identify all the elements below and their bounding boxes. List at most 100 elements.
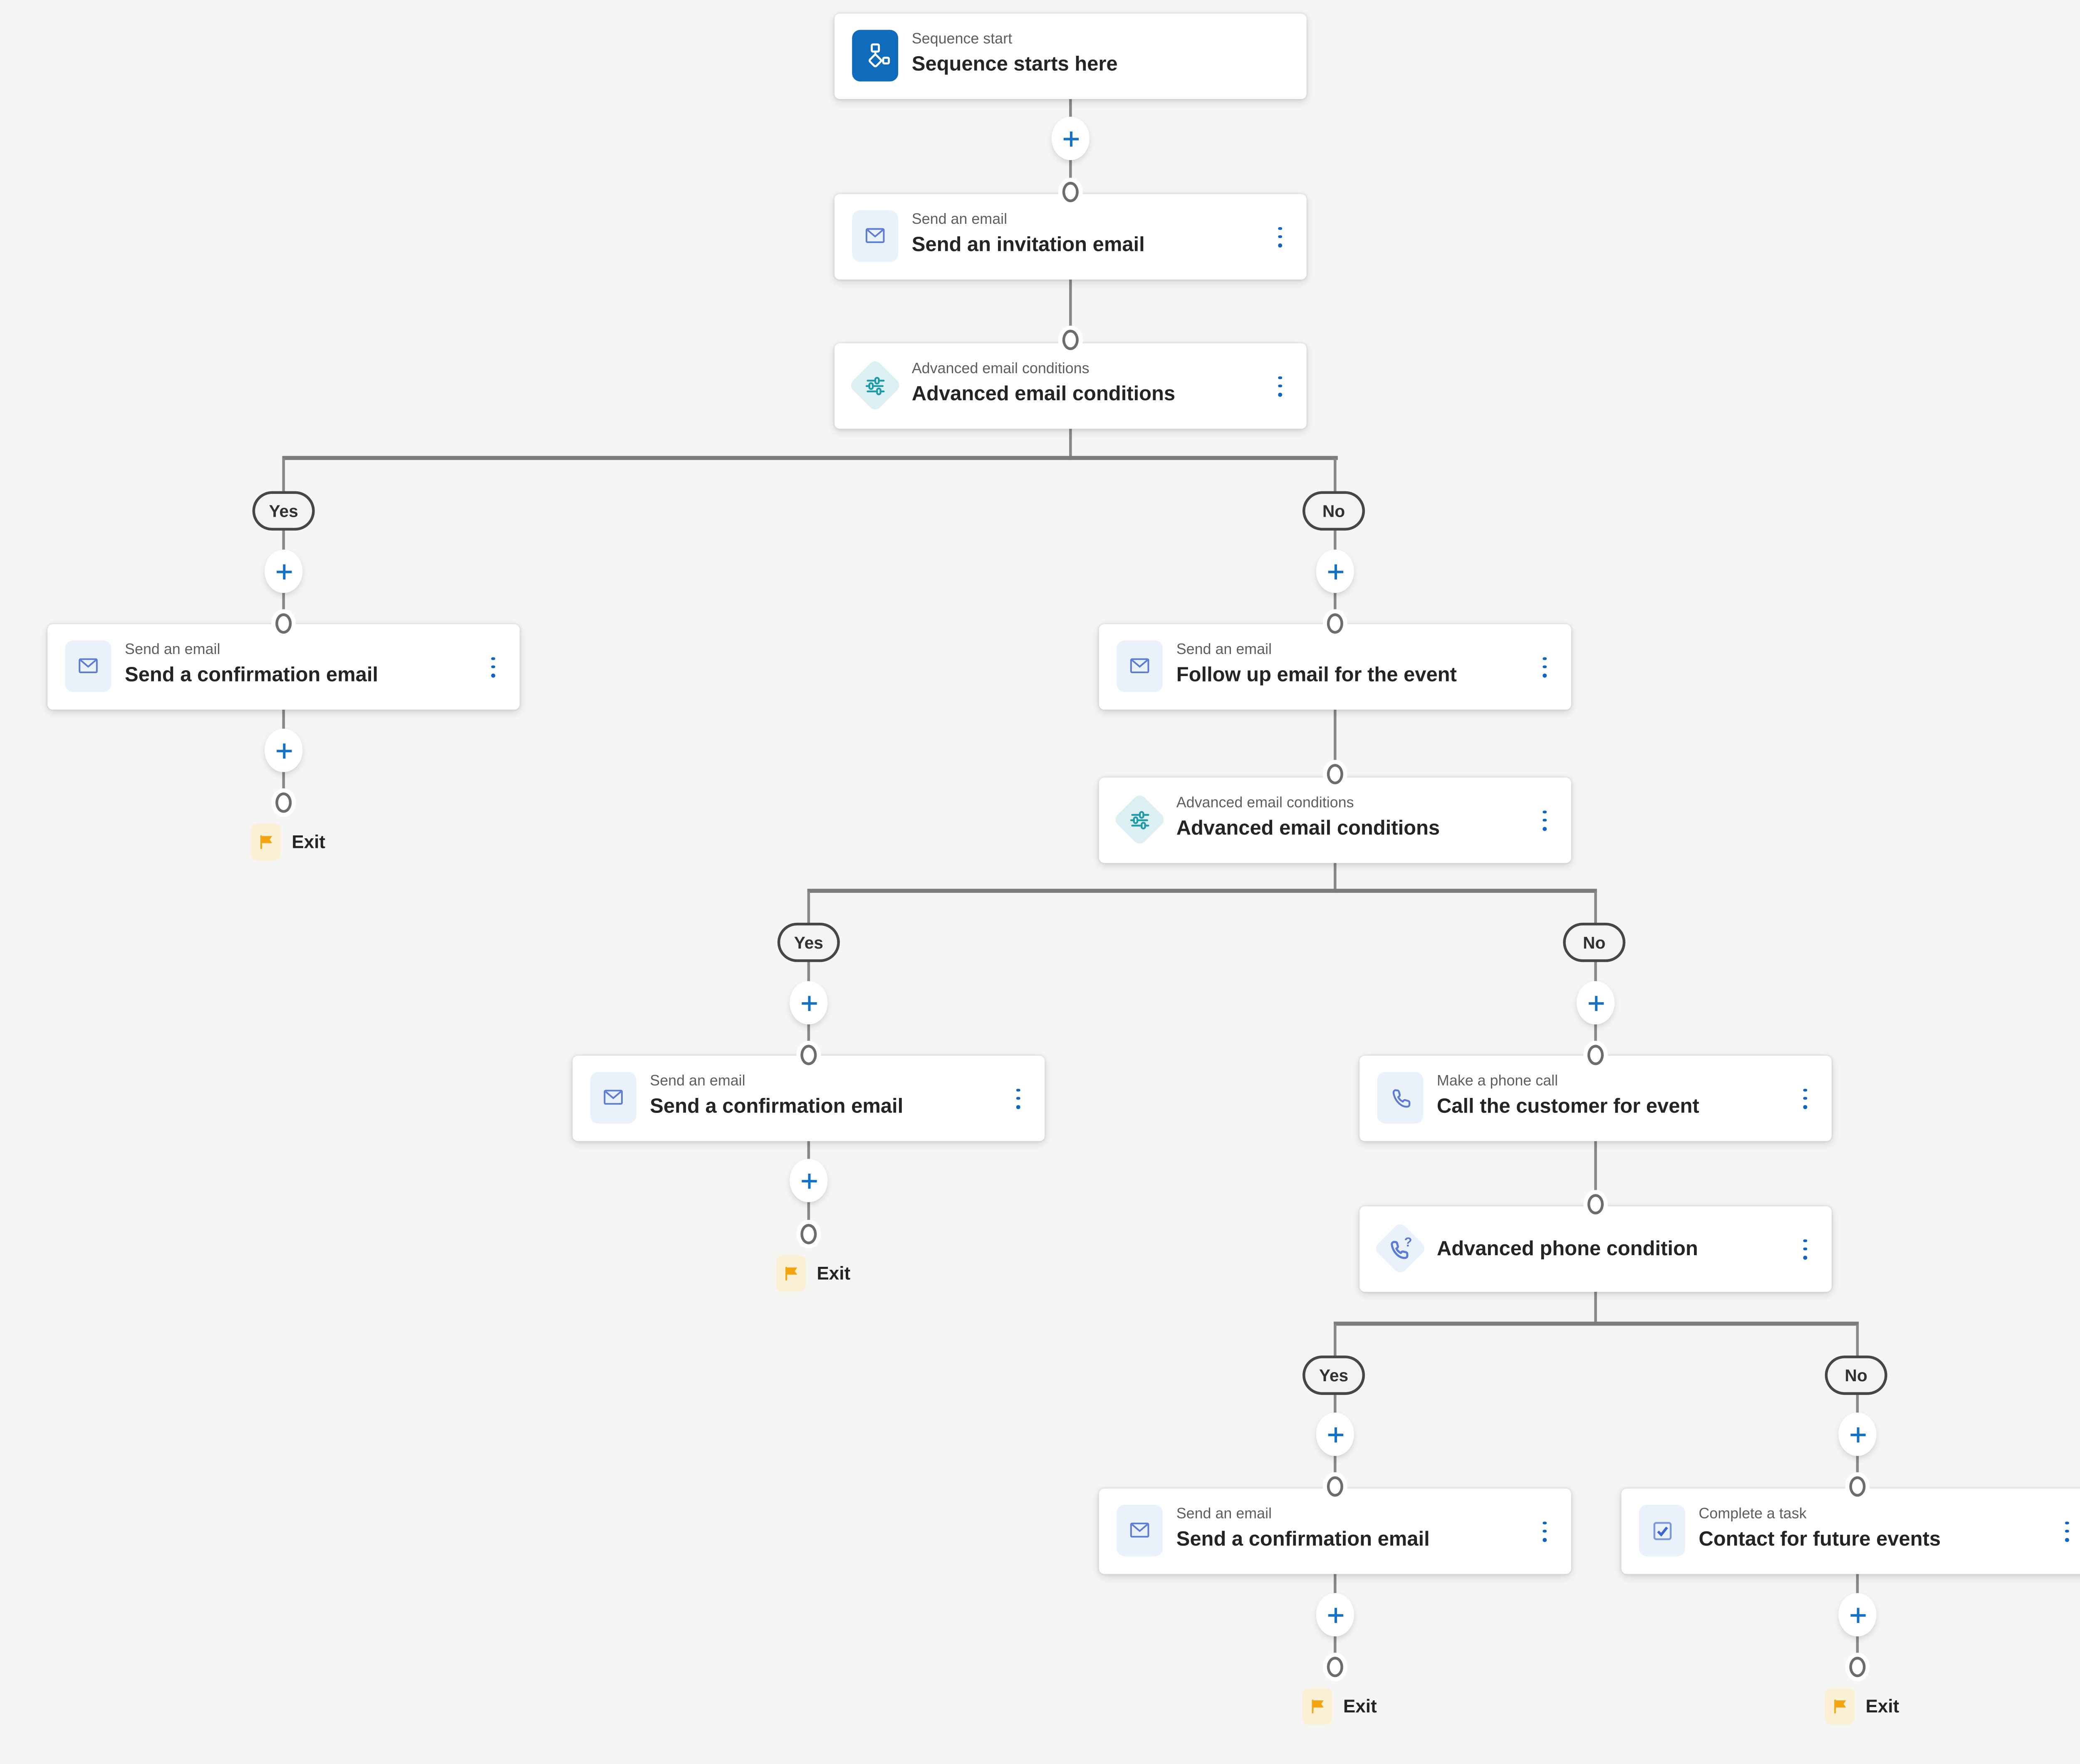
step-title: Send an invitation email (911, 233, 1145, 257)
connector-dot (1587, 1045, 1604, 1065)
step-card-complete-task[interactable]: Complete a task Contact for future event… (1621, 1488, 2080, 1574)
step-card-sequence-start[interactable]: Sequence start Sequence starts here (834, 13, 1307, 99)
exit-label: Exit (292, 832, 325, 852)
step-type-label: Sequence start (911, 31, 1013, 48)
step-card-adv-phone-condition[interactable]: Advanced phone condition (1359, 1206, 1832, 1292)
kebab-menu-button[interactable] (1272, 369, 1289, 403)
connector-line (1594, 1291, 1597, 1325)
step-type-label: Send an email (911, 211, 1008, 228)
exit-label: Exit (817, 1263, 851, 1284)
step-title: Follow up email for the event (1176, 663, 1457, 687)
kebab-menu-button[interactable] (485, 650, 502, 684)
connector-dot (1327, 613, 1343, 634)
connector-line (1594, 891, 1597, 1056)
step-title: Send a confirmation email (125, 663, 379, 687)
step-type-label: Send an email (1176, 1506, 1272, 1523)
step-title: Contact for future events (1699, 1528, 1941, 1551)
exit-label: Exit (1343, 1696, 1377, 1717)
add-step-button[interactable] (1319, 1596, 1352, 1634)
connector-dot (800, 1045, 817, 1065)
branch-yes-pill: Yes (1302, 1355, 1365, 1395)
connector-line (1594, 1141, 1597, 1207)
step-card-phone-call[interactable]: Make a phone call Call the customer for … (1359, 1055, 1832, 1141)
task-check-icon (1639, 1505, 1685, 1556)
connector-dot (1587, 1194, 1604, 1215)
add-step-button[interactable] (1054, 119, 1087, 158)
step-title: Sequence starts here (911, 53, 1118, 76)
flag-icon (1302, 1688, 1332, 1725)
add-step-button[interactable] (1841, 1596, 1874, 1634)
branch-no-pill: No (1825, 1355, 1887, 1395)
branch-line (282, 456, 1338, 460)
step-type-label: Advanced email conditions (911, 361, 1090, 377)
branch-no-pill: No (1302, 491, 1365, 531)
step-type-label: Complete a task (1699, 1506, 1807, 1523)
step-type-label: Send an email (650, 1073, 745, 1090)
kebab-menu-button[interactable] (2058, 1514, 2076, 1548)
kebab-menu-button[interactable] (1536, 650, 1554, 684)
step-card-invitation-email[interactable]: Send an email Send an invitation email (834, 194, 1307, 280)
add-step-button[interactable] (1319, 1415, 1352, 1454)
connector-dot (1327, 1657, 1343, 1677)
connector-line (1334, 1324, 1337, 1489)
flag-icon (251, 823, 281, 860)
connector-line (282, 458, 285, 624)
kebab-menu-button[interactable] (1536, 1514, 1554, 1548)
branch-yes-pill: Yes (777, 922, 840, 962)
connector-dot (1327, 764, 1343, 785)
kebab-menu-button[interactable] (1536, 803, 1554, 837)
phone-condition-icon (1372, 1221, 1429, 1276)
add-step-button[interactable] (1579, 984, 1612, 1022)
email-icon (852, 210, 899, 262)
add-step-button[interactable] (1841, 1415, 1874, 1454)
exit-marker: Exit (1302, 1688, 1377, 1725)
kebab-menu-button[interactable] (1010, 1081, 1027, 1115)
connector-dot (275, 792, 292, 813)
add-step-button[interactable] (792, 984, 825, 1022)
connector-line (1856, 1324, 1859, 1489)
step-card-confirmation-email-3[interactable]: Send an email Send a confirmation email (1099, 1488, 1571, 1574)
step-card-confirmation-email-2[interactable]: Send an email Send a confirmation email (572, 1055, 1045, 1141)
branch-line (807, 889, 1597, 893)
email-conditions-icon (847, 358, 904, 412)
step-title: Send a confirmation email (650, 1095, 904, 1118)
kebab-menu-button[interactable] (1797, 1232, 1814, 1266)
step-type-label: Advanced email conditions (1176, 795, 1354, 812)
add-step-button[interactable] (792, 1161, 825, 1200)
connector-dot (1849, 1476, 1866, 1497)
email-icon (1117, 1505, 1163, 1556)
connector-dot (800, 1224, 817, 1244)
step-card-followup-email[interactable]: Send an email Follow up email for the ev… (1099, 624, 1571, 710)
step-title: Call the customer for event (1436, 1095, 1699, 1118)
flag-icon (776, 1255, 806, 1292)
step-card-adv-email-condition-1[interactable]: Advanced email conditions Advanced email… (834, 343, 1307, 429)
exit-marker: Exit (776, 1255, 851, 1292)
connector-line (1334, 458, 1337, 624)
step-title: Advanced phone condition (1436, 1236, 1698, 1260)
step-title: Advanced email conditions (911, 382, 1176, 406)
step-card-confirmation-email-1[interactable]: Send an email Send a confirmation email (47, 624, 520, 710)
kebab-menu-button[interactable] (1797, 1081, 1814, 1115)
step-type-label: Send an email (125, 642, 220, 658)
phone-icon (1377, 1072, 1424, 1124)
step-title: Advanced email conditions (1176, 817, 1440, 840)
step-type-label: Make a phone call (1436, 1073, 1558, 1090)
connector-dot (1062, 330, 1079, 350)
step-card-adv-email-condition-2[interactable]: Advanced email conditions Advanced email… (1099, 777, 1571, 863)
connector-line (1069, 429, 1072, 460)
connector-dot (1849, 1657, 1866, 1677)
email-icon (1117, 640, 1163, 692)
connector-line (807, 891, 810, 1056)
connector-dot (1327, 1476, 1343, 1497)
sequence-start-icon (852, 30, 899, 82)
kebab-menu-button[interactable] (1272, 220, 1289, 254)
exit-label: Exit (1865, 1696, 1899, 1717)
flag-icon (1825, 1688, 1855, 1725)
exit-marker: Exit (251, 823, 325, 860)
branch-no-pill: No (1563, 922, 1626, 962)
add-step-button[interactable] (267, 731, 300, 770)
add-step-button[interactable] (267, 552, 300, 590)
add-step-button[interactable] (1319, 552, 1352, 590)
email-icon (590, 1072, 636, 1124)
